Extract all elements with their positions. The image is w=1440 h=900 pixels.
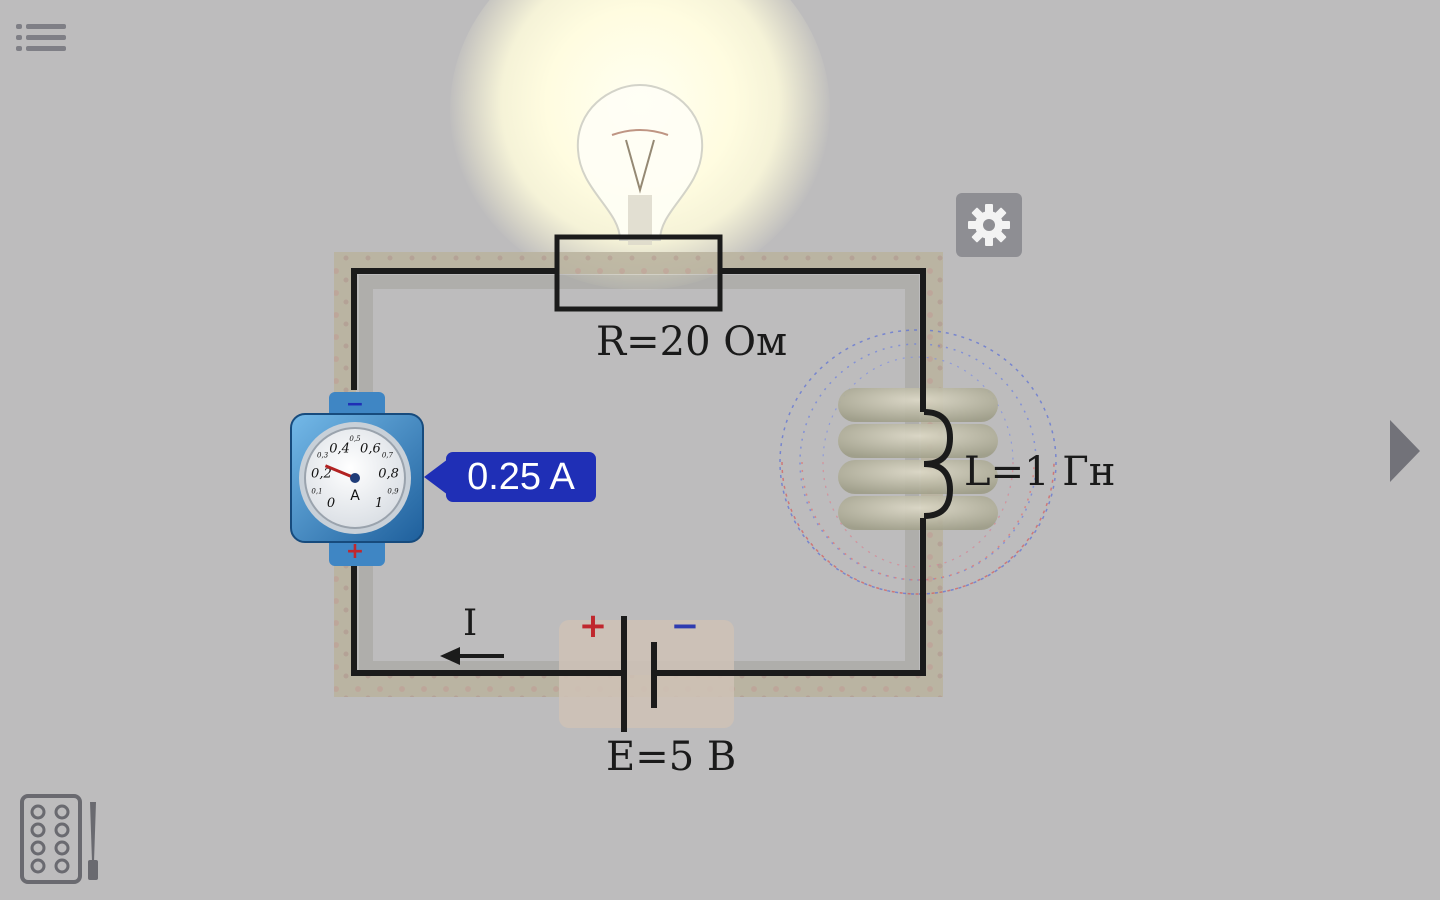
light-bulb xyxy=(576,83,704,245)
ammeter-scale-label: 1 xyxy=(375,496,383,511)
inductor-label: L=1 Гн xyxy=(964,449,1116,495)
settings-button[interactable] xyxy=(956,193,1022,257)
resistor xyxy=(554,234,723,312)
ammeter-scale-label: 0,8 xyxy=(378,467,399,482)
ammeter-scale-label: 0,4 xyxy=(329,442,350,457)
ammeter-scale-label: 0,7 xyxy=(382,452,394,460)
next-button[interactable] xyxy=(1388,418,1422,484)
magnetic-field xyxy=(779,329,1057,595)
svg-text:A: A xyxy=(350,488,360,504)
wires xyxy=(351,268,954,676)
ammeter-plus-label: + xyxy=(345,539,365,564)
ammeter-scale-label: 0,1 xyxy=(311,487,322,495)
ammeter-bottom-terminal xyxy=(329,538,385,566)
ammeter-scale-label: 0 xyxy=(327,496,335,511)
ammeter-scale-label: 0,9 xyxy=(387,487,399,495)
gear-icon xyxy=(968,204,1010,246)
battery xyxy=(548,616,735,732)
ammeter-scale-label: 0,5 xyxy=(349,435,361,443)
resistor-label: R=20 Ом xyxy=(596,319,788,365)
tool-button[interactable] xyxy=(18,792,106,888)
battery-plus-sign: + xyxy=(578,606,608,646)
inductor-coil xyxy=(838,388,998,530)
current-arrow xyxy=(440,647,504,665)
ammeter-scale-label: 0,3 xyxy=(317,452,329,460)
ammeter-scale-label: 0,2 xyxy=(311,467,332,482)
ammeter-minus-label: − xyxy=(345,392,365,417)
readout-pointer xyxy=(424,459,448,495)
ammeter-scale-label: 0,6 xyxy=(360,442,381,457)
menu-button[interactable] xyxy=(12,18,70,58)
current-label: I xyxy=(463,603,478,644)
battery-minus-sign: − xyxy=(670,606,700,646)
source-label: E=5 В xyxy=(606,734,737,780)
play-triangle-icon xyxy=(1390,420,1420,482)
palette-brush-icon xyxy=(20,794,98,884)
current-readout: 0.25 A xyxy=(446,452,596,502)
